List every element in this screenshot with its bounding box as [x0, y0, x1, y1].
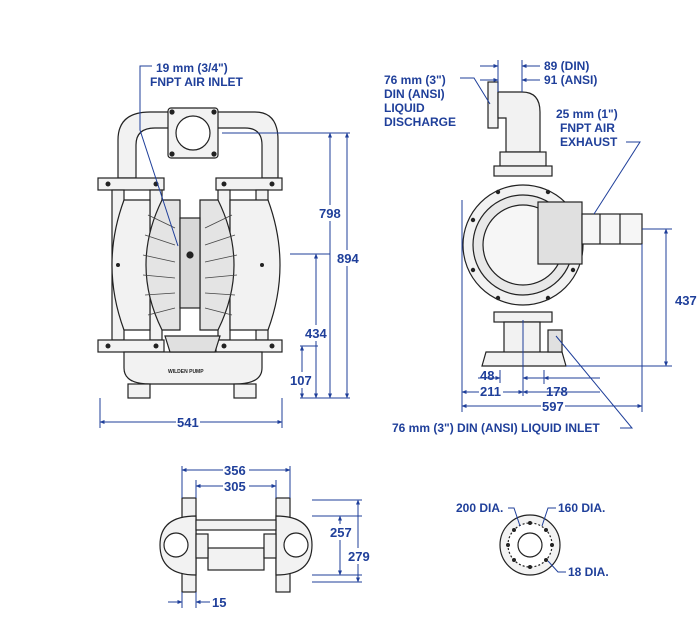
dia18-leader — [547, 560, 566, 573]
discharge-line-1: 76 mm (3") — [384, 73, 446, 87]
air-inlet-size: 19 mm (3/4") — [156, 61, 228, 75]
liquid-inlet-label: 76 mm (3") DIN (ANSI) LIQUID INLET — [392, 421, 600, 435]
dim-257: 257 — [330, 525, 352, 540]
exhaust-line-1: 25 mm (1") — [556, 107, 618, 121]
dim-48: 48 — [480, 368, 494, 383]
front-top-clamp-right — [215, 177, 283, 191]
side-air-valve — [537, 201, 583, 265]
front-air-chamber-left — [145, 199, 181, 331]
dia-18: 18 DIA. — [568, 565, 609, 579]
dim-434: 434 — [305, 326, 327, 341]
dim-305: 305 — [224, 479, 246, 494]
side-discharge-elbow — [497, 91, 541, 153]
side-base — [481, 351, 567, 367]
dim-541: 541 — [177, 415, 199, 430]
flange-view — [499, 514, 561, 576]
dim-178: 178 — [546, 384, 568, 399]
side-top-clamp — [493, 165, 553, 177]
dim-279: 279 — [348, 549, 370, 564]
front-foot-right — [233, 383, 257, 399]
dim-356: 356 — [224, 463, 246, 478]
inlet-leader — [555, 335, 634, 429]
dim-107: 107 — [290, 373, 312, 388]
front-top-clamp-left — [97, 177, 165, 191]
discharge-line-4: DISCHARGE — [384, 115, 456, 129]
exhaust-line-2: FNPT AIR — [560, 121, 615, 135]
front-air-chamber-right — [199, 199, 235, 331]
side-view — [462, 81, 643, 367]
flange-din: 89 (DIN) — [544, 59, 589, 73]
dim-597: 597 — [542, 399, 564, 414]
exhaust-leader — [593, 141, 641, 215]
front-chamber-left — [111, 199, 151, 331]
dim-211: 211 — [480, 384, 501, 399]
dim-437: 437 — [675, 293, 697, 308]
dim-894: 894 — [337, 251, 359, 266]
front-inlet-port — [175, 115, 211, 151]
front-view — [97, 107, 283, 399]
air-inlet-label: FNPT AIR INLET — [150, 75, 244, 89]
front-bottom-manifold — [123, 351, 263, 385]
dia-200: 200 DIA. — [456, 501, 503, 515]
discharge-line-3: LIQUID — [384, 101, 425, 115]
bottom-view — [159, 497, 313, 593]
dia-160: 160 DIA. — [558, 501, 605, 515]
front-foot-left — [127, 383, 151, 399]
dim-798: 798 — [319, 206, 341, 221]
discharge-line-2: DIN (ANSI) — [384, 87, 445, 101]
air-inlet-leader — [139, 65, 179, 247]
front-plate-text: WILDEN PUMP — [168, 369, 204, 375]
flange-ansi: 91 (ANSI) — [544, 73, 597, 87]
discharge-leader — [460, 77, 491, 105]
dia200-leader — [508, 507, 521, 527]
side-exhaust-muffler — [581, 213, 643, 245]
front-chamber-right — [229, 199, 281, 331]
dim-15: 15 — [212, 595, 226, 610]
front-center-block — [179, 217, 201, 309]
dia160-leader — [541, 507, 556, 527]
exhaust-line-3: EXHAUST — [560, 135, 618, 149]
side-discharge-flange — [487, 81, 499, 129]
